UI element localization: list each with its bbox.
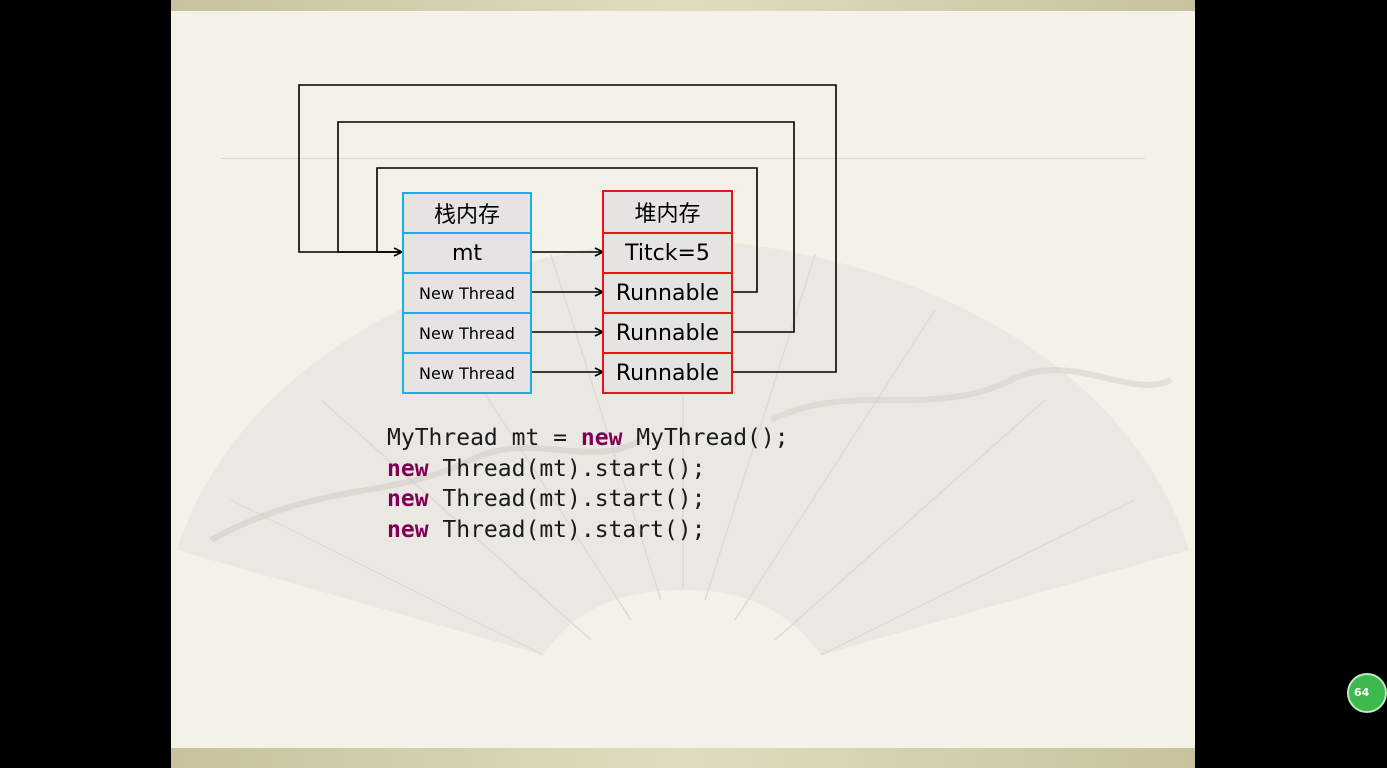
heap-cell-object: Titck=5 (602, 232, 733, 274)
title-divider (221, 158, 1145, 159)
code-line-1: MyThread mt = new MyThread(); (387, 425, 789, 451)
code-snippet: MyThread mt = new MyThread(); new Thread… (387, 423, 789, 545)
loop-runnable-3 (298, 84, 837, 373)
stack-cell-thread: New Thread (402, 312, 532, 354)
stack-header: 栈内存 (402, 192, 532, 234)
heap-cell-runnable: Runnable (602, 352, 733, 394)
heap-header: 堆内存 (602, 190, 733, 234)
code-line-3: new Thread(mt).start(); (387, 486, 706, 512)
heap-cell-runnable: Runnable (602, 312, 733, 354)
slide-bottom-band (171, 748, 1195, 768)
slide-top-band (171, 0, 1195, 11)
code-line-4: new Thread(mt).start(); (387, 516, 706, 543)
stack-cell-thread: New Thread (402, 272, 532, 314)
heap-cell-runnable: Runnable (602, 272, 733, 314)
page-number-badge[interactable]: 64 (1347, 673, 1387, 713)
stack-cell-thread: New Thread (402, 352, 532, 394)
stack-cell-mt: mt (402, 232, 532, 274)
code-line-2: new Thread(mt).start(); (387, 455, 706, 482)
